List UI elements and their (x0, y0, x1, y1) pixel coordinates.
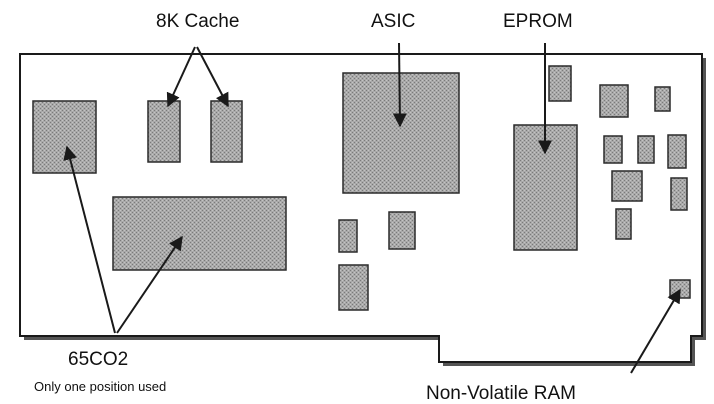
arrow-cpu-wide (116, 235, 183, 334)
arrow-cpu-left (63, 145, 116, 334)
small-component (603, 135, 623, 164)
small-component (338, 219, 358, 253)
small-component (548, 65, 572, 102)
cache-chip-1 (147, 100, 181, 163)
small-component (667, 134, 687, 169)
cpu-chip-wide (112, 196, 287, 271)
small-component (637, 135, 655, 164)
small-component (611, 170, 643, 202)
small-component (599, 84, 629, 118)
small-component (670, 177, 688, 211)
small-component (615, 208, 632, 240)
label-cpu-note: Only one position used (34, 379, 166, 394)
arrow-nvram (630, 288, 681, 374)
label-eprom: EPROM (503, 11, 573, 32)
arrow-cache-1 (166, 46, 196, 108)
label-65c02: 65CO2 (68, 349, 128, 370)
cache-chip-2 (210, 100, 243, 163)
label-asic: ASIC (371, 11, 415, 32)
nvram-chip (669, 279, 691, 299)
cpu-chip-left (32, 100, 97, 174)
small-component (388, 211, 416, 250)
label-8k-cache: 8K Cache (156, 11, 239, 32)
arrow-cache-2 (196, 46, 229, 108)
small-component (338, 264, 369, 311)
small-component (654, 86, 671, 112)
arrow-asic (392, 42, 407, 128)
label-non-volatile-ram: Non-Volatile RAM (426, 383, 576, 404)
asic-chip (342, 72, 460, 194)
